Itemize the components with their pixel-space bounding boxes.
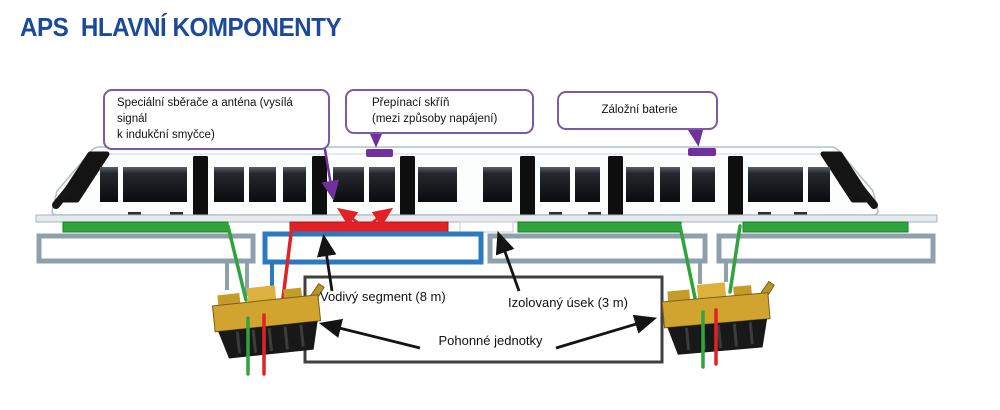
tram-window	[540, 167, 570, 202]
rail-segment-green-3	[742, 221, 909, 233]
tram-window	[808, 167, 830, 202]
callout-text: (mezi způsoby napájení)	[372, 112, 498, 125]
rail-segment-green-1	[62, 221, 229, 233]
right-bumper	[857, 185, 878, 209]
tram-window	[283, 167, 306, 202]
arrow-to-right-shoe	[366, 207, 394, 228]
ground-section-active	[262, 231, 484, 265]
tram-window	[214, 167, 244, 202]
power-unit-left	[209, 278, 332, 362]
tram-window	[123, 167, 187, 202]
label-isolated-section: Izolovaný úsek (3 m)	[508, 295, 628, 310]
tram	[51, 146, 879, 222]
roof-marker-battery	[688, 148, 716, 156]
ground-section-1	[36, 233, 256, 264]
cable-green	[728, 224, 742, 294]
callout-special-collectors: Speciální sběrače a anténa (vysílá signá…	[103, 89, 330, 150]
tram-window	[575, 167, 600, 202]
tram-window	[626, 167, 654, 202]
rail-segment-green-2	[517, 221, 682, 233]
tram-window	[692, 167, 715, 202]
callout-text: k indukční smyčce)	[117, 128, 215, 141]
callout-text: Přepínací skříň	[372, 97, 450, 109]
arrow-to-left-shoe	[336, 207, 364, 228]
tram-door	[608, 156, 623, 217]
cable-green	[226, 224, 248, 302]
arrow-to-conductive-segment	[317, 233, 337, 292]
tram-door	[312, 156, 327, 217]
track-bed	[35, 214, 938, 223]
tram-window	[249, 167, 276, 202]
tram-window	[100, 167, 118, 202]
tram-door	[193, 156, 208, 217]
tram-window	[660, 167, 680, 202]
tram-window	[333, 167, 364, 202]
tram-window	[369, 167, 395, 202]
callout-text: Speciální sběrače a anténa (vysílá signá…	[117, 97, 293, 125]
power-unit-right	[659, 276, 781, 358]
ground-section-3	[716, 233, 936, 264]
arrow-to-left-power-unit	[318, 318, 421, 350]
tram-window	[483, 167, 512, 202]
legend-frame	[303, 275, 664, 364]
tram-window	[748, 167, 803, 202]
callout-backup-battery: Záložní baterie	[557, 91, 718, 130]
callout-switching-box: Přepínací skříň (mezi způsoby napájení)	[345, 89, 534, 134]
arrow-to-right-power-unit	[555, 314, 658, 350]
arrow-to-isolated-section	[495, 231, 521, 292]
isolated-section	[459, 221, 514, 233]
tram-door	[728, 156, 743, 217]
label-power-units: Pohonné jednotky	[438, 333, 543, 348]
cable-red	[281, 224, 294, 300]
callout-text: Záložní baterie	[601, 104, 678, 116]
arrow-to-battery	[686, 125, 705, 147]
left-bumper	[52, 185, 73, 209]
tram-window	[418, 167, 457, 202]
label-conductive-segment: Vodivý segment (8 m)	[320, 289, 446, 304]
page-title: APS HLAVNÍ KOMPONENTY	[20, 12, 342, 42]
tram-door	[520, 156, 535, 217]
roof-marker-switching-box	[366, 149, 393, 157]
tram-door	[400, 156, 415, 217]
cable-green	[678, 224, 697, 300]
ground-section-2	[487, 233, 708, 264]
